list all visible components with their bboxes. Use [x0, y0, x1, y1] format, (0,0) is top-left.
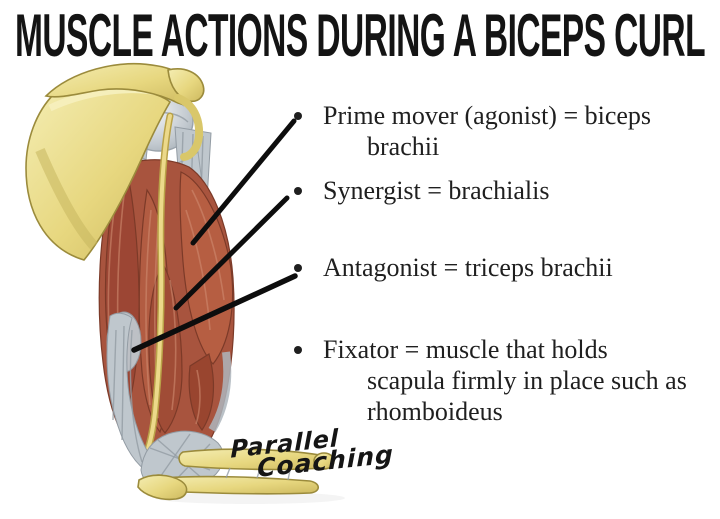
distal-muscle — [188, 353, 215, 432]
prime-mover-text-cont: brachii — [367, 132, 440, 161]
bullet-dot — [294, 264, 302, 272]
fixator-text-cont-1: scapula firmly in place such as — [367, 366, 687, 395]
synergist-text: Synergist = brachialis — [323, 176, 550, 205]
bullet-dot — [294, 112, 302, 120]
bullet-synergist: Synergist = brachialis — [291, 175, 549, 206]
bullet-fixator: Fixator = muscle that holds scapula firm… — [291, 334, 687, 427]
bullet-prime-mover: Prime mover (agonist) = biceps brachii — [291, 100, 651, 162]
prime-mover-text: Prime mover (agonist) = biceps — [323, 101, 652, 130]
bullet-dot — [294, 346, 302, 354]
leader-line-prime-mover — [190, 118, 297, 246]
forearm-bones — [137, 448, 345, 504]
biceps-muscle — [179, 171, 234, 365]
bullet-antagonist: Antagonist = triceps brachii — [291, 252, 613, 283]
page-title: MUSCLE ACTIONS DURING A BICEPS CURL — [15, 2, 705, 64]
leader-line-antagonist — [131, 273, 298, 353]
bullet-dot — [294, 187, 302, 195]
fixator-text-cont-2: rhomboideus — [367, 397, 503, 426]
coracoid-tendon — [174, 94, 204, 161]
antagonist-text: Antagonist = triceps brachii — [323, 253, 613, 282]
leader-lines — [131, 118, 298, 353]
title-banner: MUSCLE ACTIONS DURING A BICEPS CURL — [15, 2, 706, 64]
biceps-tendon-line — [143, 112, 174, 456]
leader-line-synergist — [173, 195, 290, 311]
fixator-text: Fixator = muscle that holds — [323, 335, 608, 364]
scapula-bone — [25, 62, 205, 261]
